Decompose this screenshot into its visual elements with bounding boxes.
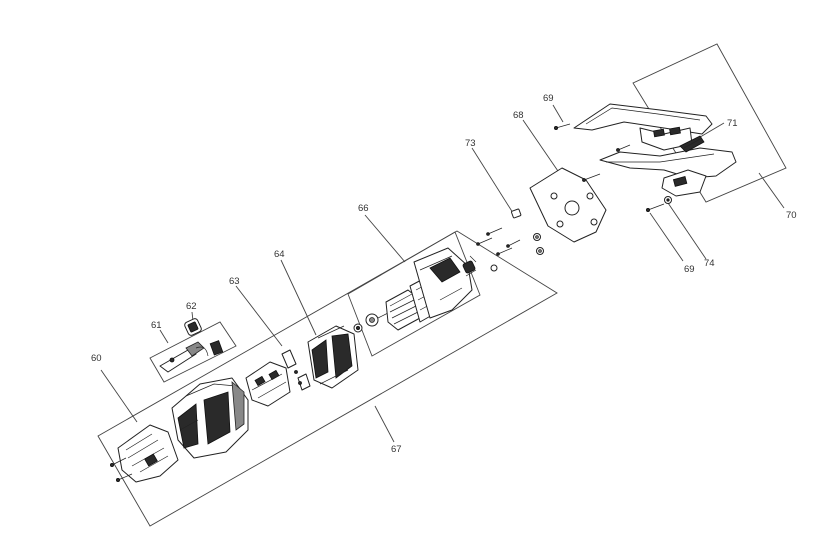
part-61-switch — [159, 340, 224, 373]
label-63: 63 — [229, 276, 240, 287]
label-71: 71 — [727, 118, 738, 129]
label-60: 60 — [91, 353, 102, 364]
motor-housing — [171, 377, 249, 459]
part-74-washer — [664, 196, 672, 204]
label-62: 62 — [186, 301, 197, 312]
label-68: 68 — [513, 110, 524, 121]
part-62-cap — [184, 318, 202, 336]
part-64-stator — [307, 325, 359, 389]
label-74: 74 — [704, 258, 715, 269]
part-73-nut — [510, 208, 522, 219]
part-63-brush-holder — [245, 349, 311, 407]
part-60-rear-cover — [110, 424, 179, 483]
part-70-handle — [573, 103, 737, 197]
assembly-box-66 — [347, 231, 481, 357]
assembly-box-61 — [149, 321, 237, 383]
leader-lines — [100, 104, 785, 443]
part-69-screw-upper — [554, 123, 571, 131]
label-67: 67 — [391, 444, 402, 455]
label-64: 64 — [274, 249, 285, 260]
part-68-plate — [529, 167, 607, 243]
label-69-upper: 69 — [543, 93, 554, 104]
label-69-lower: 69 — [684, 264, 695, 275]
label-61: 61 — [151, 320, 162, 331]
label-66: 66 — [358, 203, 369, 214]
part-71-clip — [679, 135, 705, 153]
label-73: 73 — [465, 138, 476, 149]
part-66-armature — [353, 247, 498, 333]
label-70: 70 — [786, 210, 797, 221]
part-69-screw-lower — [646, 203, 665, 212]
assembly-box-67 — [97, 230, 558, 527]
screws-66-68 — [476, 227, 544, 256]
